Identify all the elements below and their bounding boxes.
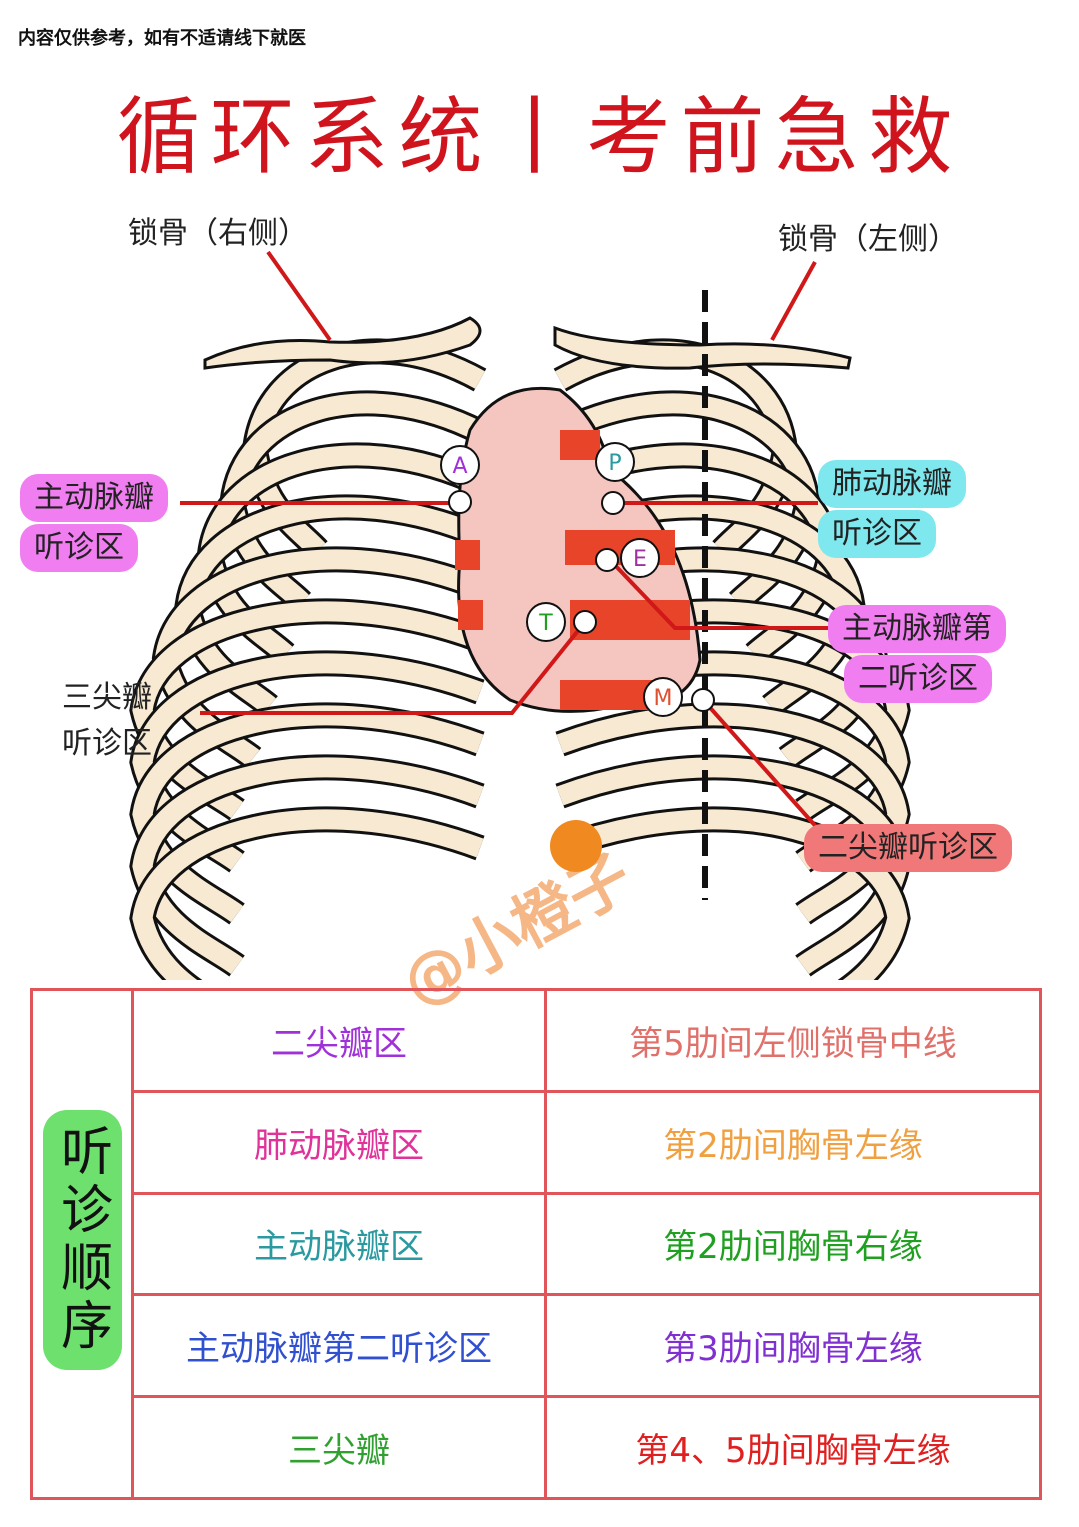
location-cell: 第2肋间胸骨左缘: [544, 1089, 1042, 1195]
table-row: 主动脉瓣区第2肋间胸骨右缘: [32, 1191, 1042, 1297]
rib: [132, 809, 484, 980]
marker-A-circle: [440, 445, 480, 485]
pulmonary-area-label: 肺动脉瓣 听诊区: [818, 460, 966, 558]
label-line: 主动脉瓣第: [828, 605, 1006, 653]
side-cell: 听诊顺序: [30, 988, 134, 1500]
disclaimer: 内容仅供参考，如有不适请线下就医: [18, 28, 306, 49]
ribcage-diagram: A P E T M: [129, 250, 911, 980]
clavicle-right-label: 锁骨（右侧）: [128, 216, 308, 251]
table-row: 三尖瓣第4、5肋间胸骨左缘: [32, 1395, 1042, 1500]
area-cell: 主动脉瓣第二听诊区: [131, 1293, 547, 1399]
auscultation-table: 听诊顺序二尖瓣区第5肋间左侧锁骨中线肺动脉瓣区第2肋间胸骨左缘主动脉瓣区第2肋间…: [30, 988, 1042, 1500]
area-cell: 三尖瓣: [131, 1395, 547, 1500]
rib: [132, 705, 484, 923]
location-cell: 第2肋间胸骨右缘: [544, 1191, 1042, 1297]
auscultation-point: [691, 688, 715, 712]
marker-T: T: [538, 611, 553, 636]
label-line: 听诊区: [62, 726, 152, 761]
label-line: 主动脉瓣: [20, 474, 168, 522]
marker-M: M: [654, 686, 673, 711]
marker-M-circle: [643, 677, 683, 717]
mitral-area-label: 二尖瓣听诊区: [804, 824, 1012, 872]
marker-T-circle: [526, 602, 566, 642]
auscultation-point: [448, 490, 472, 514]
area-cell: 主动脉瓣区: [131, 1191, 547, 1297]
side-label: 听诊顺序: [42, 1109, 122, 1370]
location-cell: 第4、5肋间胸骨左缘: [544, 1395, 1042, 1500]
table-row: 主动脉瓣第二听诊区第3肋间胸骨左缘: [32, 1293, 1042, 1399]
label-line: 听诊区: [20, 524, 138, 572]
marker-P-circle: [595, 442, 635, 482]
marker-A: A: [452, 454, 467, 479]
callout-lines: [180, 250, 830, 842]
location-cell: 第5肋间左侧锁骨中线: [544, 988, 1042, 1093]
marker-E-circle: [620, 538, 660, 578]
table-row: 听诊顺序二尖瓣区第5肋间左侧锁骨中线: [30, 988, 1042, 1500]
marker-E: E: [633, 547, 647, 572]
rib: [132, 757, 484, 975]
auscultation-point: [573, 610, 597, 634]
auscultation-point: [595, 548, 619, 572]
auscultation-point: [601, 491, 625, 515]
tricuspid-area-label: 三尖瓣 听诊区: [62, 675, 152, 767]
label-line: 听诊区: [818, 510, 936, 558]
rib: [556, 705, 908, 923]
right-clavicle: [203, 316, 482, 370]
orange-icon: [550, 820, 602, 872]
page-title: 循环系统丨考前急救: [116, 88, 963, 186]
area-cell: 二尖瓣区: [131, 988, 547, 1093]
clavicle-left-label: 锁骨（左侧）: [778, 222, 958, 257]
label-line: 三尖瓣: [62, 680, 152, 715]
rib: [556, 809, 908, 980]
area-cell: 肺动脉瓣区: [131, 1089, 547, 1195]
table-row: 肺动脉瓣区第2肋间胸骨左缘: [32, 1089, 1042, 1195]
label-line: 肺动脉瓣: [818, 460, 966, 508]
erb-area-label: 主动脉瓣第 二听诊区: [828, 605, 1006, 703]
left-clavicle: [553, 325, 852, 370]
aortic-area-label: 主动脉瓣 听诊区: [20, 474, 168, 572]
location-cell: 第3肋间胸骨左缘: [544, 1293, 1042, 1399]
label-line: 二听诊区: [844, 655, 992, 703]
marker-P: P: [608, 451, 621, 476]
